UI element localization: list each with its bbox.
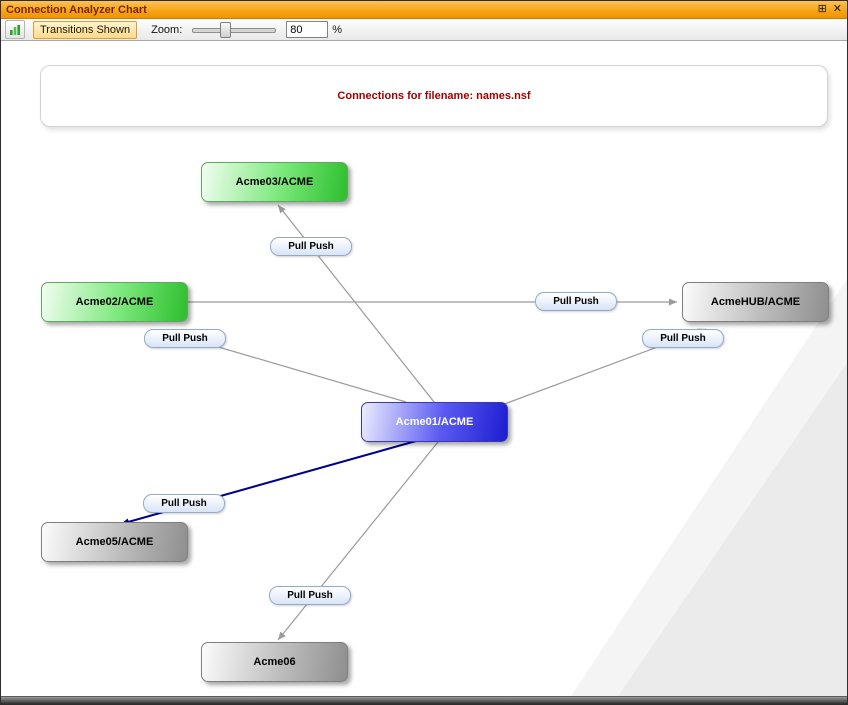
zoom-slider-track[interactable] xyxy=(192,28,277,33)
nodes-layer: Acme03/ACME Acme02/ACME AcmeHUB/ACME Acme01… xyxy=(1,41,847,697)
edge-label[interactable]: Pull Push xyxy=(270,237,352,256)
edge-label[interactable]: Pull Push xyxy=(642,329,724,348)
edge-label[interactable]: Pull Push xyxy=(535,292,617,311)
node-acme05[interactable]: Acme05/ACME xyxy=(41,522,188,562)
edge-label[interactable]: Pull Push xyxy=(143,494,225,513)
percent-label: % xyxy=(332,23,343,36)
bar-chart-icon xyxy=(10,24,20,35)
title-bar: Connection Analyzer Chart ⊞ ✕ xyxy=(1,1,847,19)
maximize-icon[interactable]: ⊞ xyxy=(817,3,827,15)
background-wedge xyxy=(617,363,847,697)
node-acme01[interactable]: Acme01/ACME xyxy=(361,402,508,442)
zoom-label: Zoom: xyxy=(151,23,183,36)
window-bottom-frame xyxy=(1,696,847,704)
edges-layer xyxy=(120,204,847,697)
node-acmehub[interactable]: AcmeHUB/ACME xyxy=(682,282,829,322)
zoom-slider[interactable] xyxy=(192,21,277,38)
chart-button[interactable] xyxy=(5,20,25,39)
edge-label[interactable]: Pull Push xyxy=(269,586,351,605)
close-icon[interactable]: ✕ xyxy=(832,3,842,15)
edge-line xyxy=(277,441,439,641)
window-title: Connection Analyzer Chart xyxy=(6,3,147,16)
node-acme02[interactable]: Acme02/ACME xyxy=(41,282,188,322)
zoom-slider-thumb[interactable] xyxy=(220,22,232,38)
node-acme06[interactable]: Acme06 xyxy=(201,642,348,682)
chart-canvas: Connections for filename: names.nsf Pull… xyxy=(1,41,847,697)
edge-label[interactable]: Pull Push xyxy=(144,329,226,348)
node-acme03[interactable]: Acme03/ACME xyxy=(201,162,348,202)
zoom-value-input[interactable] xyxy=(286,21,329,38)
toolbar: Transitions Shown Zoom: % xyxy=(1,19,847,41)
banner: Connections for filename: names.nsf xyxy=(40,65,828,127)
transitions-shown-button[interactable]: Transitions Shown xyxy=(33,20,138,39)
banner-text: Connections for filename: names.nsf xyxy=(337,90,531,102)
edge-line xyxy=(277,204,435,403)
